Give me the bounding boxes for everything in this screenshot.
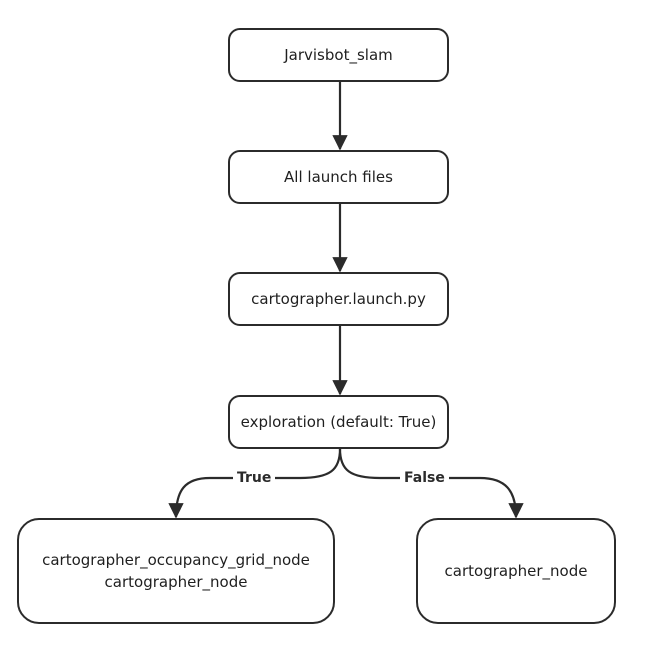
node-exploration-decision: exploration (default: True) — [228, 395, 449, 449]
edge-exploration-true — [168, 448, 342, 519]
node-exploration-decision-label: exploration (default: True) — [240, 413, 437, 431]
node-true-branch: cartographer_occupancy_grid_node cartogr… — [17, 518, 335, 624]
node-false-branch-label: cartographer_node — [444, 562, 588, 580]
node-cartographer-launch: cartographer.launch.py — [228, 272, 449, 326]
node-cartographer-launch-label: cartographer.launch.py — [251, 290, 426, 308]
node-true-branch-line-1: cartographer_occupancy_grid_node — [42, 551, 310, 569]
node-all-launch-files-label: All launch files — [284, 168, 393, 186]
edge-label-false: False — [400, 469, 449, 487]
node-all-launch-files: All launch files — [228, 150, 449, 204]
node-true-branch-line-2: cartographer_node — [104, 573, 248, 591]
node-jarvisbot-slam-label: Jarvisbot_slam — [284, 46, 393, 64]
edge-exploration-false — [338, 448, 524, 519]
node-false-branch: cartographer_node — [416, 518, 616, 624]
node-jarvisbot-slam: Jarvisbot_slam — [228, 28, 449, 82]
edge-label-true: True — [233, 469, 276, 487]
